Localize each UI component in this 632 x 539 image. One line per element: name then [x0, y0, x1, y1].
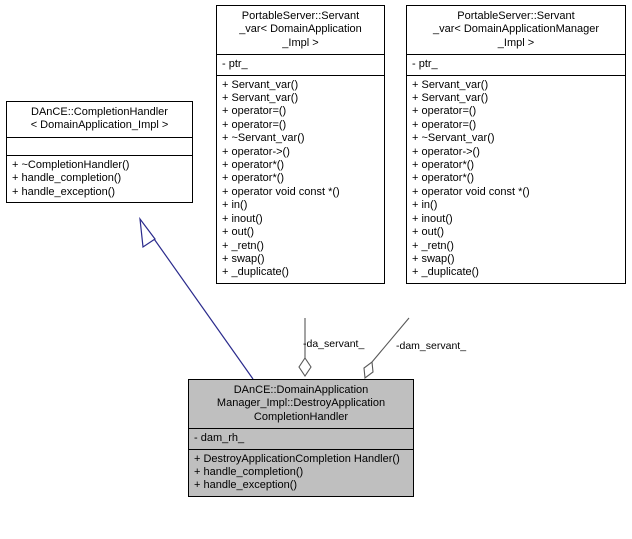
- operation-row: + operator->(): [222, 145, 290, 158]
- operation-row: + Servant_var(): [222, 92, 299, 105]
- class-operations-servant-var-domain-application-manager: + Servant_var() + Servant_var() + operat…: [407, 74, 625, 283]
- operation-row: + _retn(): [222, 239, 264, 252]
- class-attributes-servant-var-domain-application: - ptr_: [217, 54, 384, 74]
- operation-row: + in(): [222, 199, 248, 212]
- operation-row: + Servant_var(): [222, 78, 299, 91]
- operation-row: + ~CompletionHandler(): [12, 158, 130, 171]
- attribute-row: - dam_rh_: [194, 432, 245, 445]
- operation-row: + swap(): [222, 252, 265, 265]
- class-attributes-servant-var-domain-application-manager: - ptr_: [407, 54, 625, 74]
- class-operations-completion-handler: + ~CompletionHandler() + handle_completi…: [7, 154, 192, 202]
- attribute-row: - ptr_: [222, 58, 248, 71]
- class-operations-servant-var-domain-application: + Servant_var() + Servant_var() + operat…: [217, 74, 384, 283]
- class-box-completion-handler[interactable]: DAnCE::CompletionHandler < DomainApplica…: [6, 101, 193, 204]
- class-operations-destroy-application-completion-handler: + DestroyApplicationCompletion Handler()…: [189, 448, 413, 496]
- operation-row: + ~Servant_var(): [222, 132, 305, 145]
- class-name-destroy-application-completion-handler: DAnCE::DomainApplication Manager_Impl::D…: [189, 380, 413, 428]
- operation-row: + operator void const *(): [412, 185, 530, 198]
- class-name-line: Manager_Impl::DestroyApplication: [216, 397, 386, 410]
- operation-row: + handle_exception(): [194, 479, 298, 492]
- class-name-line: PortableServer::Servant: [241, 10, 360, 22]
- operation-row: + swap(): [412, 252, 455, 265]
- attribute-row: - ptr_: [412, 58, 438, 71]
- operation-row: + operator=(): [412, 118, 477, 131]
- operation-row: + operator*(): [222, 172, 285, 185]
- class-name-line: _Impl >: [282, 36, 319, 49]
- class-box-destroy-application-completion-handler[interactable]: DAnCE::DomainApplication Manager_Impl::D…: [188, 379, 414, 497]
- operation-row: + handle_exception(): [12, 185, 116, 198]
- operation-row: + operator=(): [412, 105, 477, 118]
- class-name-servant-var-domain-application-manager: PortableServer::Servant _var< DomainAppl…: [407, 6, 625, 54]
- class-name-line: DAnCE::CompletionHandler: [31, 106, 168, 118]
- operation-row: + in(): [412, 199, 438, 212]
- operation-row: + _duplicate(): [222, 266, 289, 279]
- class-name-line: _Impl >: [497, 36, 535, 49]
- class-name-line: _var< DomainApplicationManager: [432, 23, 599, 36]
- class-name-servant-var-domain-application: PortableServer::Servant _var< DomainAppl…: [217, 6, 384, 54]
- operation-row: + operator*(): [412, 159, 475, 172]
- operation-row: + Servant_var(): [412, 78, 489, 91]
- operation-row: + operator void const *(): [222, 185, 340, 198]
- class-box-servant-var-domain-application-manager[interactable]: PortableServer::Servant _var< DomainAppl…: [406, 5, 626, 284]
- operation-row: + _retn(): [412, 239, 454, 252]
- operation-row: + operator=(): [222, 118, 287, 131]
- operation-row: + inout(): [222, 212, 263, 225]
- class-attributes-completion-handler: [7, 136, 192, 155]
- edge-label-da-servant: -da_servant_: [303, 338, 365, 350]
- operation-row: + operator->(): [412, 145, 480, 158]
- class-name-completion-handler: DAnCE::CompletionHandler < DomainApplica…: [7, 102, 192, 137]
- class-box-servant-var-domain-application[interactable]: PortableServer::Servant _var< DomainAppl…: [216, 5, 385, 284]
- operation-row: + _duplicate(): [412, 266, 479, 279]
- class-attributes-destroy-application-completion-handler: - dam_rh_: [189, 428, 413, 448]
- operation-row: + operator=(): [222, 105, 287, 118]
- operation-row: + ~Servant_var(): [412, 132, 495, 145]
- operation-row: + operator*(): [412, 172, 475, 185]
- edge-label-dam-servant: -dam_servant_: [396, 340, 467, 352]
- class-name-line: PortableServer::Servant: [457, 10, 575, 22]
- operation-row: + out(): [412, 226, 445, 239]
- operation-row: + Servant_var(): [412, 92, 489, 105]
- operation-row: + out(): [222, 226, 255, 239]
- class-name-line: < DomainApplication_Impl >: [30, 119, 169, 132]
- operation-row: + handle_completion(): [194, 466, 304, 479]
- class-name-line: _var< DomainApplication: [239, 23, 362, 36]
- operation-row: + operator*(): [222, 159, 285, 172]
- operation-row: + DestroyApplicationCompletion Handler(): [194, 452, 400, 465]
- class-name-line: DAnCE::DomainApplication: [233, 384, 369, 396]
- class-name-line: CompletionHandler: [253, 410, 349, 423]
- operation-row: + inout(): [412, 212, 453, 225]
- operation-row: + handle_completion(): [12, 172, 122, 185]
